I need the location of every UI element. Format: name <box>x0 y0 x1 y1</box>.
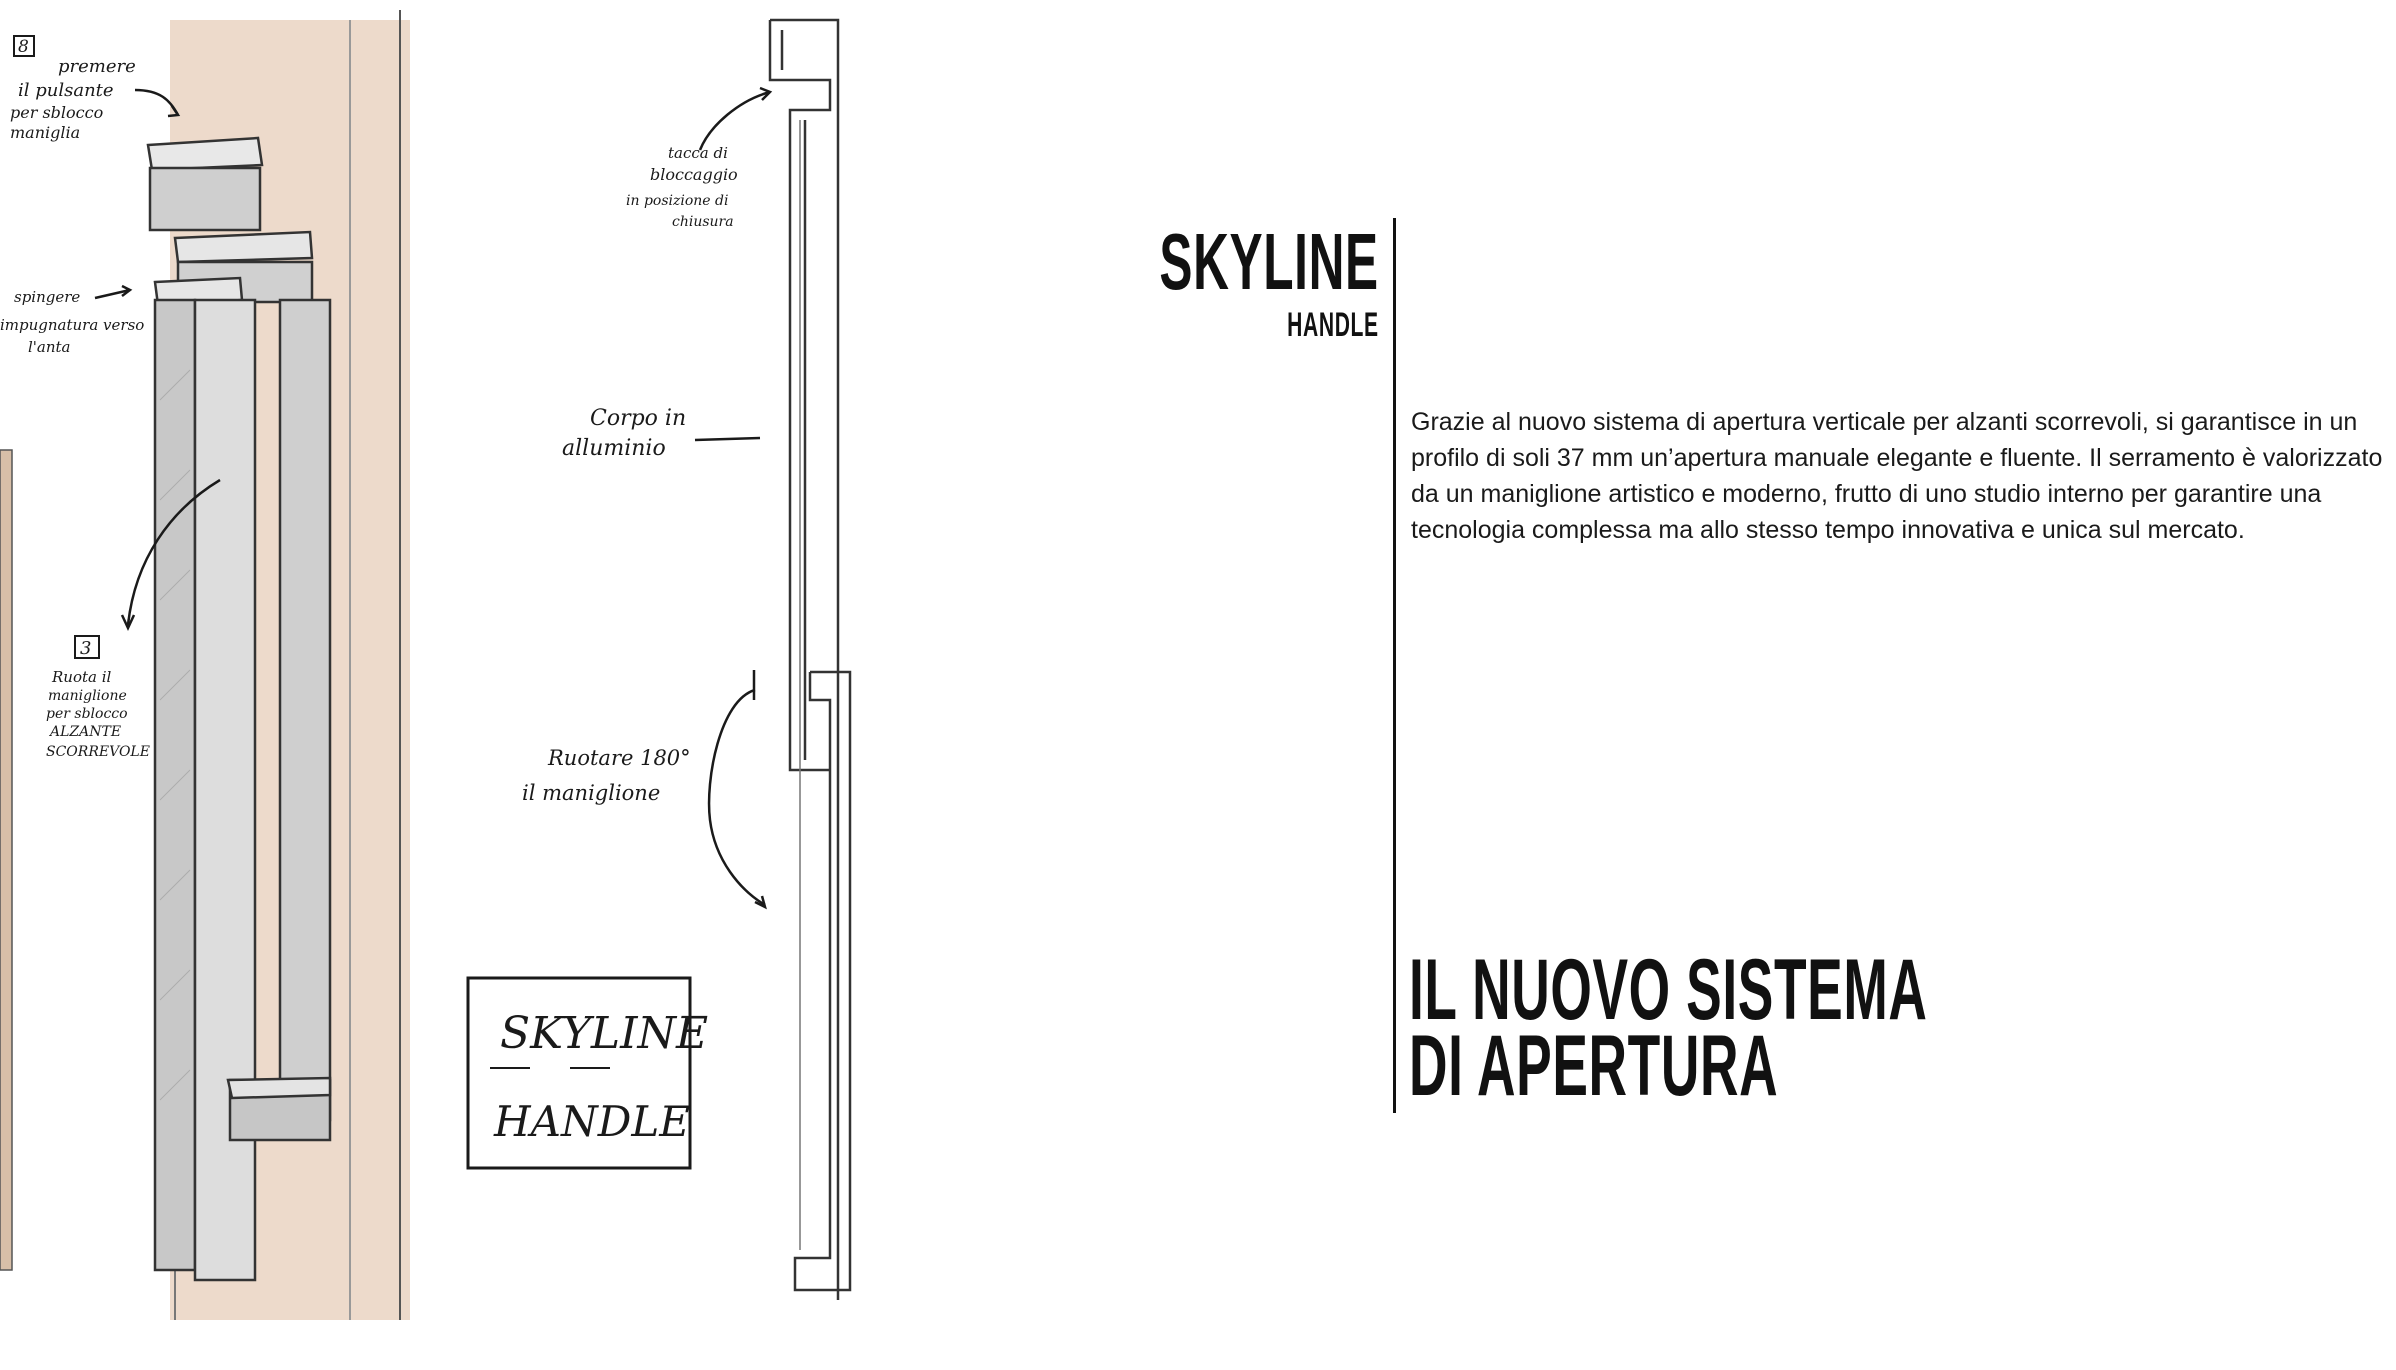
svg-text:Ruota il: Ruota il <box>51 668 112 686</box>
skyline-handle-logo-box: SKYLINE HANDLE <box>466 976 708 1170</box>
description-line: Grazie al nuovo sistema di apertura vert… <box>1411 408 2358 436</box>
svg-text:alluminio: alluminio <box>562 436 666 461</box>
svg-text:il pulsante: il pulsante <box>18 80 114 101</box>
description-line: tecnologia complessa ma allo stesso temp… <box>1411 516 2245 544</box>
svg-text:maniglia: maniglia <box>10 123 80 142</box>
handle-sketch-illustration: 8 premere il pulsante per sblocco manigl… <box>0 10 852 1320</box>
svg-text:per sblocco: per sblocco <box>10 103 103 122</box>
handle-profile-outline <box>768 18 852 1300</box>
svg-text:maniglione: maniglione <box>48 688 127 704</box>
product-subtitle: HANDLE <box>1287 306 1379 344</box>
product-title-block: SKYLINE HANDLE <box>1159 217 1379 344</box>
svg-text:ALZANTE: ALZANTE <box>48 724 121 740</box>
handwritten-notes: 8 premere il pulsante per sblocco manigl… <box>0 35 738 805</box>
headline-line-1: IL NUOVO SISTEMA <box>1409 942 1928 1038</box>
svg-text:Ruotare 180°: Ruotare 180° <box>547 746 691 770</box>
section-headline: IL NUOVO SISTEMA DI APERTURA <box>1409 942 1928 1114</box>
headline-line-2: DI APERTURA <box>1409 1018 1779 1114</box>
svg-text:premere: premere <box>58 56 136 77</box>
svg-text:per sblocco: per sblocco <box>46 706 128 722</box>
annotation-arrows <box>94 86 773 910</box>
vertical-divider <box>1393 218 1396 1113</box>
svg-text:8: 8 <box>18 37 29 57</box>
handle-3d-drawing <box>146 136 332 1282</box>
svg-text:bloccaggio: bloccaggio <box>650 165 738 184</box>
svg-text:spingere: spingere <box>14 288 80 306</box>
product-title: SKYLINE <box>1159 217 1379 306</box>
svg-text:HANDLE: HANDLE <box>493 1097 690 1146</box>
product-description: Grazie al nuovo sistema di apertura vert… <box>1411 404 2396 548</box>
svg-text:il maniglione: il maniglione <box>522 781 660 805</box>
svg-text:3: 3 <box>80 638 91 659</box>
svg-text:Corpo in: Corpo in <box>590 406 686 431</box>
svg-text:SKYLINE: SKYLINE <box>500 1008 708 1059</box>
svg-text:l'anta: l'anta <box>28 338 71 356</box>
description-line: profilo di soli 37 mm un’apertura manual… <box>1411 444 2383 472</box>
svg-text:SCORREVOLE: SCORREVOLE <box>46 744 150 760</box>
description-line: da un maniglione artistico e moderno, fr… <box>1411 480 2322 508</box>
svg-text:tacca di: tacca di <box>668 144 728 162</box>
svg-text:in posizione di: in posizione di <box>626 193 728 209</box>
svg-text:impugnatura verso: impugnatura verso <box>0 316 144 334</box>
svg-text:chiusura: chiusura <box>672 214 734 230</box>
